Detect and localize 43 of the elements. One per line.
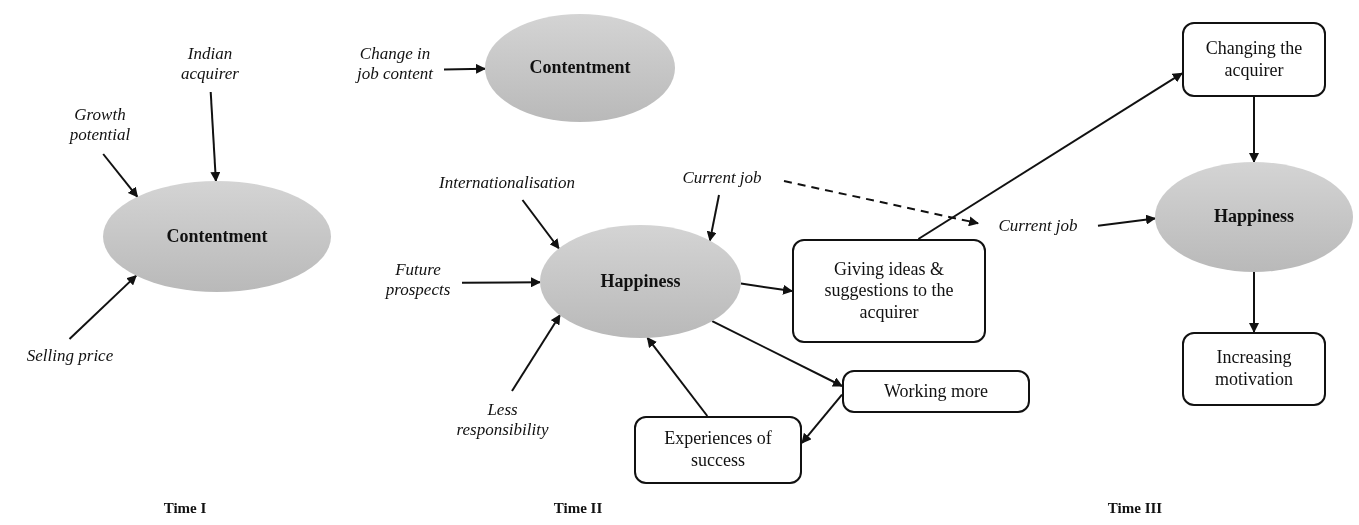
factor-label: Change in job content [350,38,440,90]
node-label: Changing the acquirer [1204,37,1304,82]
arrow [711,320,843,387]
factor-label: Less responsibility [440,395,565,445]
process-box [634,416,802,484]
arrow [1097,214,1156,227]
time-label: Time III [1107,500,1163,517]
time-label: Time II [553,500,603,517]
arrow [521,199,560,250]
factor-label: Growth potential [50,100,150,150]
factor-label: Selling price [5,343,135,369]
node-label: Experiences of success [663,428,773,472]
node-label: Contentment [529,57,631,79]
arrow [706,194,720,242]
arrow [443,63,486,74]
process-box [1182,332,1326,406]
process-box [1182,22,1326,97]
node-label: Working more [884,380,988,403]
arrow [1249,96,1259,163]
arrow [917,72,1183,240]
arrow [461,277,541,288]
arrow [68,274,138,340]
arrow [646,336,709,417]
process-box [792,239,986,343]
factor-label: Current job [664,165,780,191]
arrow [801,393,843,444]
node-label: Increasing motivation [1214,347,1294,391]
arrow [209,91,221,182]
node-label: Happiness [600,270,681,293]
factor-label: Internationalisation [432,170,582,196]
arrow [511,314,561,392]
factor-label: Current job [982,213,1094,239]
arrow [102,153,139,198]
arrow [739,282,793,295]
time-label: Time I [163,500,207,517]
node-label: Giving ideas & suggestions to the acquirer [823,258,955,324]
process-box [842,370,1030,413]
node-label: Happiness [1213,206,1294,228]
factor-label: Future prospects [378,255,458,305]
dashed-arrow [783,180,979,227]
arrow [1249,271,1259,333]
node-label: Contentment [166,225,268,248]
factor-label: Indian acquirer [170,40,250,88]
